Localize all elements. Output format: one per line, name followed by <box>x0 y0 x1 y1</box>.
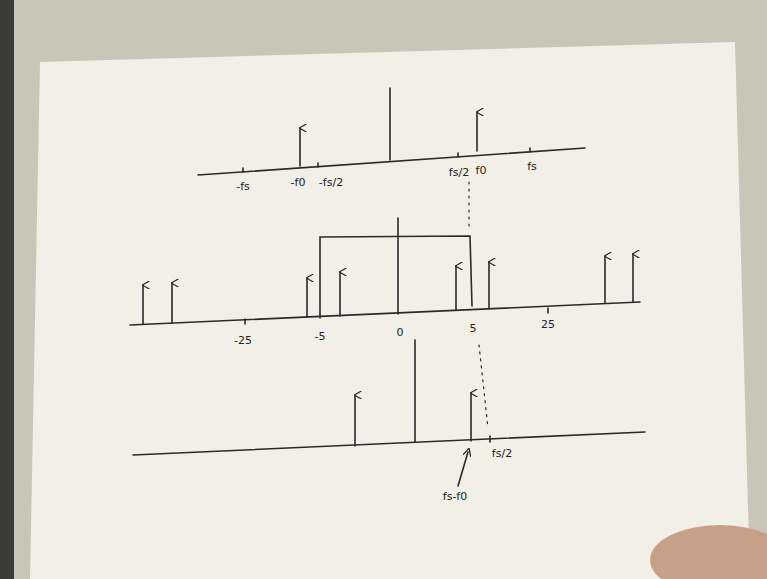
axis-label: -5 <box>314 330 327 343</box>
axis-label: -fs/2 <box>318 176 344 189</box>
dotted-guide <box>479 345 488 428</box>
dc-line <box>389 88 391 160</box>
axis-label: fs/2 <box>491 447 513 460</box>
axis-label: f0 <box>475 164 488 177</box>
spectral-impulse <box>476 112 478 151</box>
frequency-axis <box>130 302 640 325</box>
axis-label: fs-f0 <box>442 490 468 503</box>
spectral-impulse <box>142 285 144 324</box>
axis-label: -fs <box>235 180 251 193</box>
axis-label: -f0 <box>290 176 307 189</box>
dc-line <box>414 340 416 442</box>
spectral-impulse <box>488 262 490 308</box>
spectral-impulse <box>632 254 634 302</box>
passband-filter <box>320 236 472 318</box>
spectral-impulse <box>604 256 606 303</box>
axis-label: fs <box>526 160 538 173</box>
dc-line <box>397 218 399 314</box>
spectral-impulse <box>306 278 308 317</box>
axis-label: 25 <box>540 318 556 331</box>
axis-ticks <box>489 436 491 442</box>
axis-label: 0 <box>396 326 405 339</box>
axis-label: 5 <box>469 322 478 335</box>
spectral-impulse <box>354 395 356 446</box>
spectral-impulse <box>470 393 472 441</box>
spectral-impulse <box>299 128 301 166</box>
frequency-axis <box>133 432 645 455</box>
spectral-impulse <box>455 266 457 310</box>
frequency-axis <box>198 148 585 175</box>
axis-label: -25 <box>233 334 253 347</box>
paper-sheet <box>30 42 750 579</box>
spectral-impulse <box>171 283 173 323</box>
hand <box>650 525 767 579</box>
dotted-guide <box>468 182 469 230</box>
pointer-arrow <box>458 452 468 486</box>
axis-ticks <box>245 308 548 324</box>
dark-edge <box>0 0 14 579</box>
spectral-impulse <box>339 272 341 316</box>
axis-label: fs/2 <box>448 166 470 179</box>
